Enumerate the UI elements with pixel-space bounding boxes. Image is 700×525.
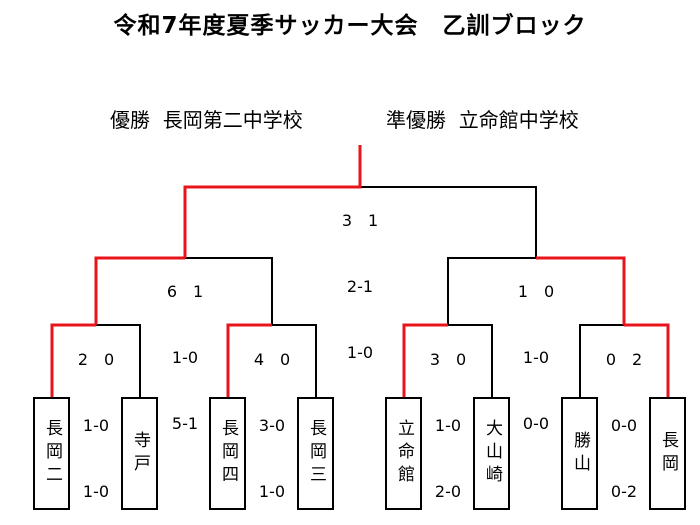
team-name: 長岡 (658, 430, 678, 477)
team-box-6: 大山崎 (473, 397, 510, 510)
qf1-winner-path (50, 323, 96, 397)
qf3-score: 3 0 1-0 2-0 (429, 350, 467, 501)
winner-name: 長岡第二中学校 (162, 108, 303, 132)
qf2-right-line (272, 324, 317, 397)
team-box-3: 長岡四 (209, 397, 246, 510)
team-box-7: 勝山 (561, 397, 598, 510)
qf4-score: 0 2 0-0 0-2 (605, 350, 643, 501)
winner-label: 優勝 (110, 108, 150, 132)
team-name: 大山崎 (482, 419, 502, 488)
qf4-winner-path (624, 323, 670, 397)
final-right-line (360, 186, 537, 258)
qf3-right-line (448, 324, 493, 397)
qf2-score: 4 0 3-0 1-0 (253, 350, 291, 501)
team-name: 寺戸 (130, 430, 150, 477)
team-box-8: 長岡 (649, 397, 686, 510)
team-name: 長岡四 (218, 419, 238, 488)
team-box-4: 長岡三 (297, 397, 334, 510)
team-box-5: 立命館 (385, 397, 422, 510)
semi-left-right-line (185, 257, 273, 325)
semi-right-winner-path (536, 256, 626, 325)
team-box-2: 寺戸 (121, 397, 158, 510)
semi-left-winner-path (94, 256, 185, 325)
final-score: 3 1 2-1 1-0 (341, 211, 379, 362)
team-box-1: 長岡二 (33, 397, 70, 510)
qf1-score: 2 0 1-0 1-0 (77, 350, 115, 501)
final-winner-path (183, 145, 362, 258)
winner-result: 優勝 長岡第二中学校 (110, 104, 303, 133)
runner-up-label: 準優勝 (386, 108, 446, 132)
semi-right-left-line (447, 257, 536, 325)
qf4-left-line (579, 324, 624, 397)
team-name: 長岡二 (42, 419, 62, 488)
qf2-winner-path (226, 323, 272, 397)
semi-left-score: 6 1 1-0 5-1 (166, 282, 204, 433)
bracket-lines-black (96, 186, 624, 397)
team-name: 立命館 (394, 419, 414, 488)
bracket-lines-red (50, 145, 670, 397)
semi-right-score: 1 0 1-0 0-0 (517, 282, 555, 433)
team-name: 勝山 (570, 430, 590, 477)
qf3-winner-path (402, 323, 448, 397)
runner-up-name: 立命館中学校 (458, 108, 579, 132)
team-name: 長岡三 (306, 419, 326, 488)
page-title: 令和7年度夏季サッカー大会 乙訓ブロック (113, 13, 587, 39)
qf1-right-line (96, 324, 141, 397)
runner-up-result: 準優勝 立命館中学校 (386, 104, 579, 133)
